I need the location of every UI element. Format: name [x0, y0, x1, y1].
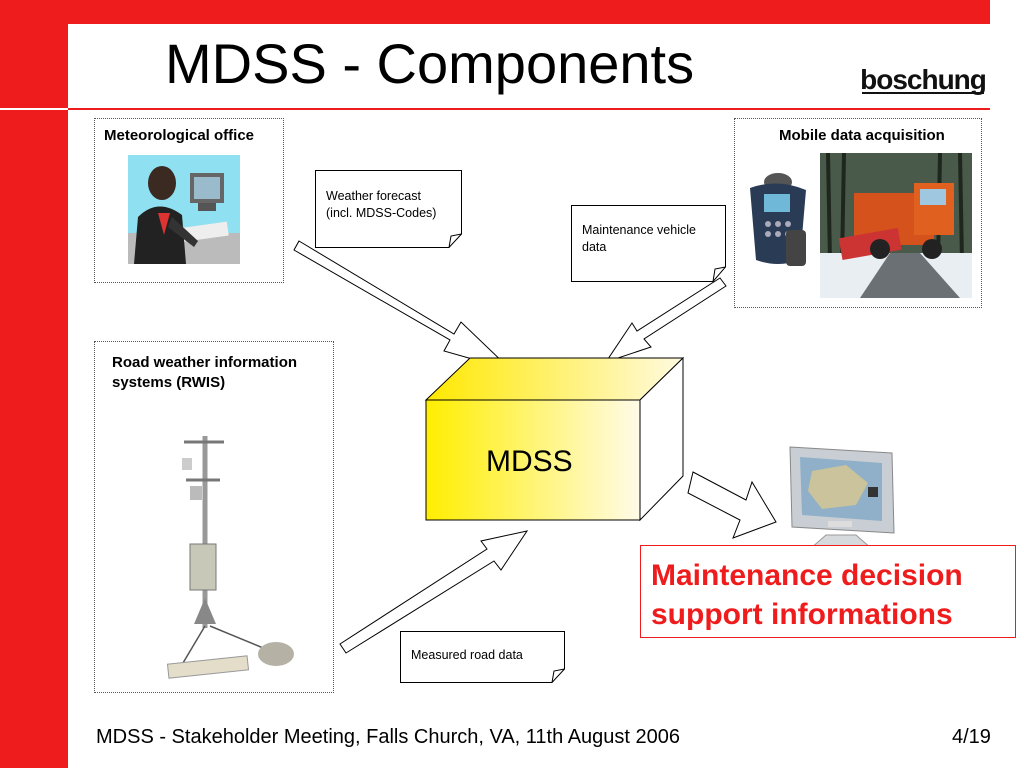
decision-support-text: Maintenance decision support information… [651, 556, 963, 634]
top-red-bar [68, 0, 990, 24]
footer-text: MDSS - Stakeholder Meeting, Falls Church… [96, 726, 681, 748]
met-office-label: Meteorological office [104, 127, 255, 144]
left-red-notch [0, 0, 68, 110]
arrow-vehicle-to-mdss [604, 277, 727, 363]
vehicle-note-line2: data [582, 240, 607, 254]
boschung-logo: boschung [860, 64, 987, 96]
logo-text: boschung [860, 64, 986, 95]
title-rule [68, 108, 990, 110]
rwis-label-line2: systems (RWIS) [112, 374, 226, 391]
rwis-station-illustration [166, 436, 294, 679]
handheld-device-illustration [750, 173, 806, 266]
decision-support-box [640, 545, 1016, 638]
vehicle-note-line1: Maintenance vehicle [582, 223, 696, 237]
page-title: MDSS - Components [165, 32, 695, 95]
rwis-label-line1: Road weather information [112, 354, 298, 371]
decision-support-line1: Maintenance decision [651, 559, 963, 592]
rwis-box [94, 341, 334, 693]
page-number: 4/19 [952, 726, 991, 748]
monitor-illustration [789, 446, 895, 550]
left-red-bar [0, 0, 68, 768]
road-note-line1: Measured road data [411, 648, 523, 662]
decision-support-line2: support informations [651, 598, 953, 631]
forecaster-illustration [128, 155, 240, 264]
forecast-note-line1: Weather forecast [326, 189, 421, 203]
mobile-label: Mobile data acquisition [779, 127, 945, 144]
mdss-cube [424, 356, 685, 522]
arrow-mdss-to-output [687, 471, 777, 539]
snow-plow-photo [820, 153, 972, 298]
mdss-label: MDSS [486, 445, 573, 478]
vehicle-note-card [571, 205, 726, 282]
forecast-note-line2: (incl. MDSS-Codes) [326, 206, 437, 220]
